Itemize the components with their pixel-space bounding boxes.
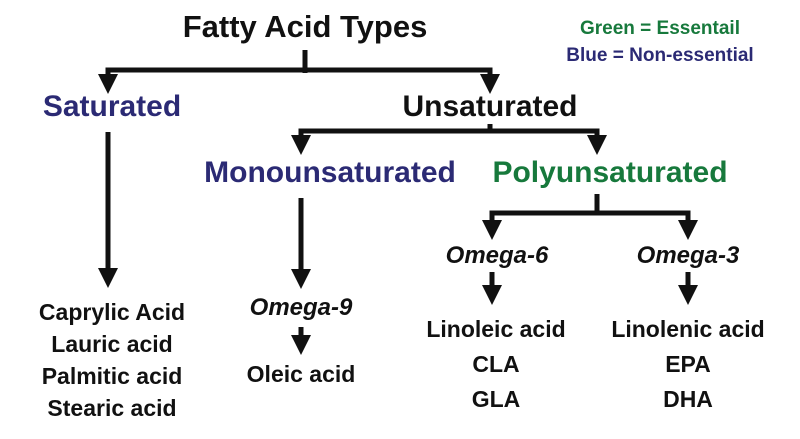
node-omega-3: Omega-3: [636, 242, 740, 269]
legend-green-essential: Green = Essentail: [579, 18, 740, 39]
leaf-stearic-acid: Stearic acid: [47, 395, 177, 421]
node-monounsaturated: Monounsaturated: [204, 156, 456, 189]
node-omega-9: Omega-9: [249, 294, 353, 321]
legend-blue-nonessential: Blue = Non-essential: [566, 45, 754, 66]
omega3-list: Linolenic acid EPA DHA: [611, 312, 764, 417]
leaf-epa: EPA: [665, 351, 711, 377]
leaf-caprylic-acid: Caprylic Acid: [38, 299, 186, 325]
edge-poly-branch: [482, 210, 698, 240]
leaf-palmitic-acid: Palmitic acid: [41, 363, 183, 389]
leaf-dha: DHA: [663, 386, 713, 412]
leaf-oleic-acid: Oleic acid: [246, 361, 356, 387]
node-omega-6: Omega-6: [445, 242, 549, 269]
leaf-gla: GLA: [471, 386, 521, 412]
node-unsaturated: Unsaturated: [402, 90, 578, 123]
omega9-list: Oleic acid: [247, 361, 356, 388]
edge-root-branch: [98, 67, 500, 94]
node-saturated: Saturated: [42, 90, 182, 123]
node-polyunsaturated: Polyunsaturated: [492, 156, 728, 189]
leaf-lauric-acid: Lauric acid: [51, 331, 173, 357]
leaf-linolenic-acid: Linolenic acid: [611, 316, 765, 342]
edge-unsaturated-branch: [291, 128, 607, 155]
page-title: Fatty Acid Types: [182, 9, 428, 44]
saturated-list: Caprylic Acid Lauric acid Palmitic acid …: [39, 296, 185, 424]
leaf-linoleic-acid: Linoleic acid: [426, 316, 566, 342]
leaf-cla: CLA: [472, 351, 520, 377]
omega6-list: Linoleic acid CLA GLA: [426, 312, 565, 417]
legend: Green = Essentail Blue = Non-essential: [566, 15, 753, 69]
